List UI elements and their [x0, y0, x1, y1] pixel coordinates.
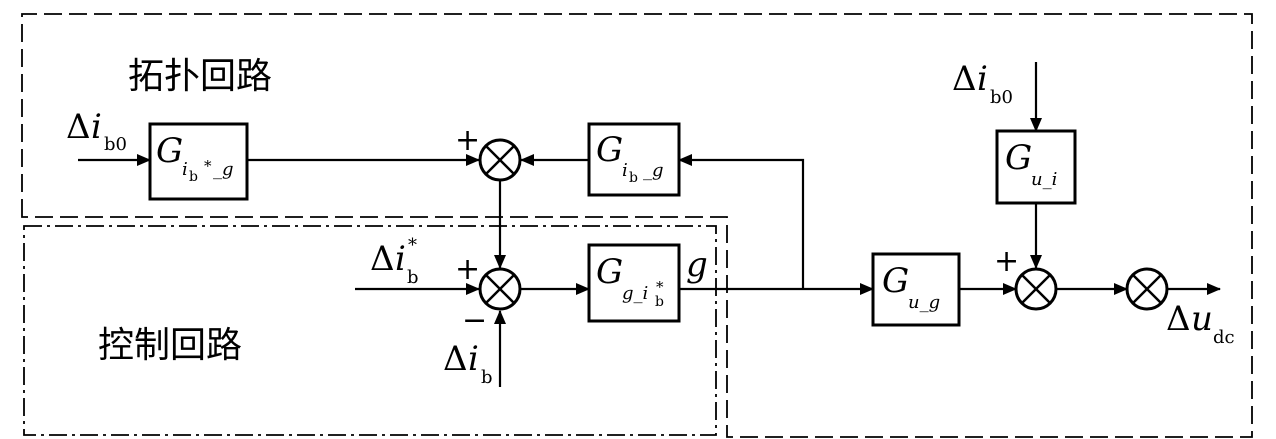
svg-text:G: G	[1005, 138, 1032, 178]
svg-text:b: b	[189, 169, 198, 185]
topology-loop-boundary	[21, 13, 1253, 438]
svg-text:dc: dc	[1213, 327, 1235, 348]
svg-text:i: i	[91, 107, 102, 147]
signal-delta-ib: Δ i b	[443, 339, 493, 388]
svg-text:G: G	[596, 252, 623, 292]
svg-text:_g: _g	[643, 160, 664, 181]
svg-text:b: b	[407, 267, 419, 288]
block-g-ib-star-g: G i b * _g	[148, 122, 249, 201]
svg-text:i: i	[977, 59, 988, 99]
svg-text:*: *	[204, 157, 212, 175]
svg-text:Δ: Δ	[1166, 299, 1191, 339]
svg-text:*: *	[408, 235, 417, 256]
block-g-u-i: G u_i	[995, 129, 1077, 205]
sign-plus-top: +	[455, 123, 480, 158]
svg-text:b0: b0	[990, 87, 1013, 108]
svg-text:i: i	[182, 159, 188, 180]
signal-delta-ib0-left: Δ i b0	[66, 107, 127, 155]
summing-junction-top	[478, 138, 522, 182]
svg-text:i: i	[622, 160, 628, 181]
block-g-g-ib-star: G g_i b *	[587, 243, 681, 323]
signal-g-label: g	[686, 245, 708, 285]
sign-minus-middle: −	[462, 303, 487, 338]
svg-text:Δ: Δ	[370, 239, 395, 279]
svg-text:*: *	[656, 278, 664, 296]
signal-delta-udc: Δ u dc	[1166, 299, 1235, 348]
svg-text:b0: b0	[104, 134, 127, 155]
svg-text:Δ: Δ	[443, 339, 468, 379]
summing-junction-right	[1014, 267, 1058, 311]
summing-junction-middle	[478, 267, 522, 311]
signal-delta-ib0-top: Δ i b0	[952, 59, 1013, 108]
wire-feedback-to-gib	[678, 154, 805, 289]
block-g-ib-g: G i b _g	[587, 122, 681, 197]
svg-text:b: b	[481, 367, 493, 388]
svg-text:g_i: g_i	[622, 283, 648, 304]
svg-text:i: i	[395, 239, 406, 279]
svg-text:Δ: Δ	[952, 59, 977, 99]
control-loop-boundary	[23, 225, 717, 436]
svg-text:i: i	[468, 339, 479, 379]
svg-text:G: G	[596, 130, 623, 170]
svg-text:u_i: u_i	[1031, 169, 1057, 190]
svg-text:G: G	[156, 131, 183, 171]
block-g-u-g: G u_g	[871, 252, 961, 327]
svg-text:_g: _g	[213, 159, 234, 180]
svg-text:u_g: u_g	[908, 292, 940, 313]
svg-text:Δ: Δ	[66, 107, 91, 147]
sign-plus-right: +	[994, 244, 1019, 279]
svg-text:u: u	[1191, 299, 1213, 339]
signal-delta-ib-star: Δ i b *	[370, 235, 419, 288]
summing-junction-output	[1125, 267, 1169, 311]
sign-plus-middle: +	[455, 252, 480, 287]
svg-text:G: G	[882, 261, 909, 301]
svg-text:b: b	[629, 170, 638, 186]
topology-loop-label: 拓扑回路	[128, 56, 272, 97]
svg-text:b: b	[655, 294, 664, 310]
control-loop-label: 控制回路	[98, 325, 242, 366]
